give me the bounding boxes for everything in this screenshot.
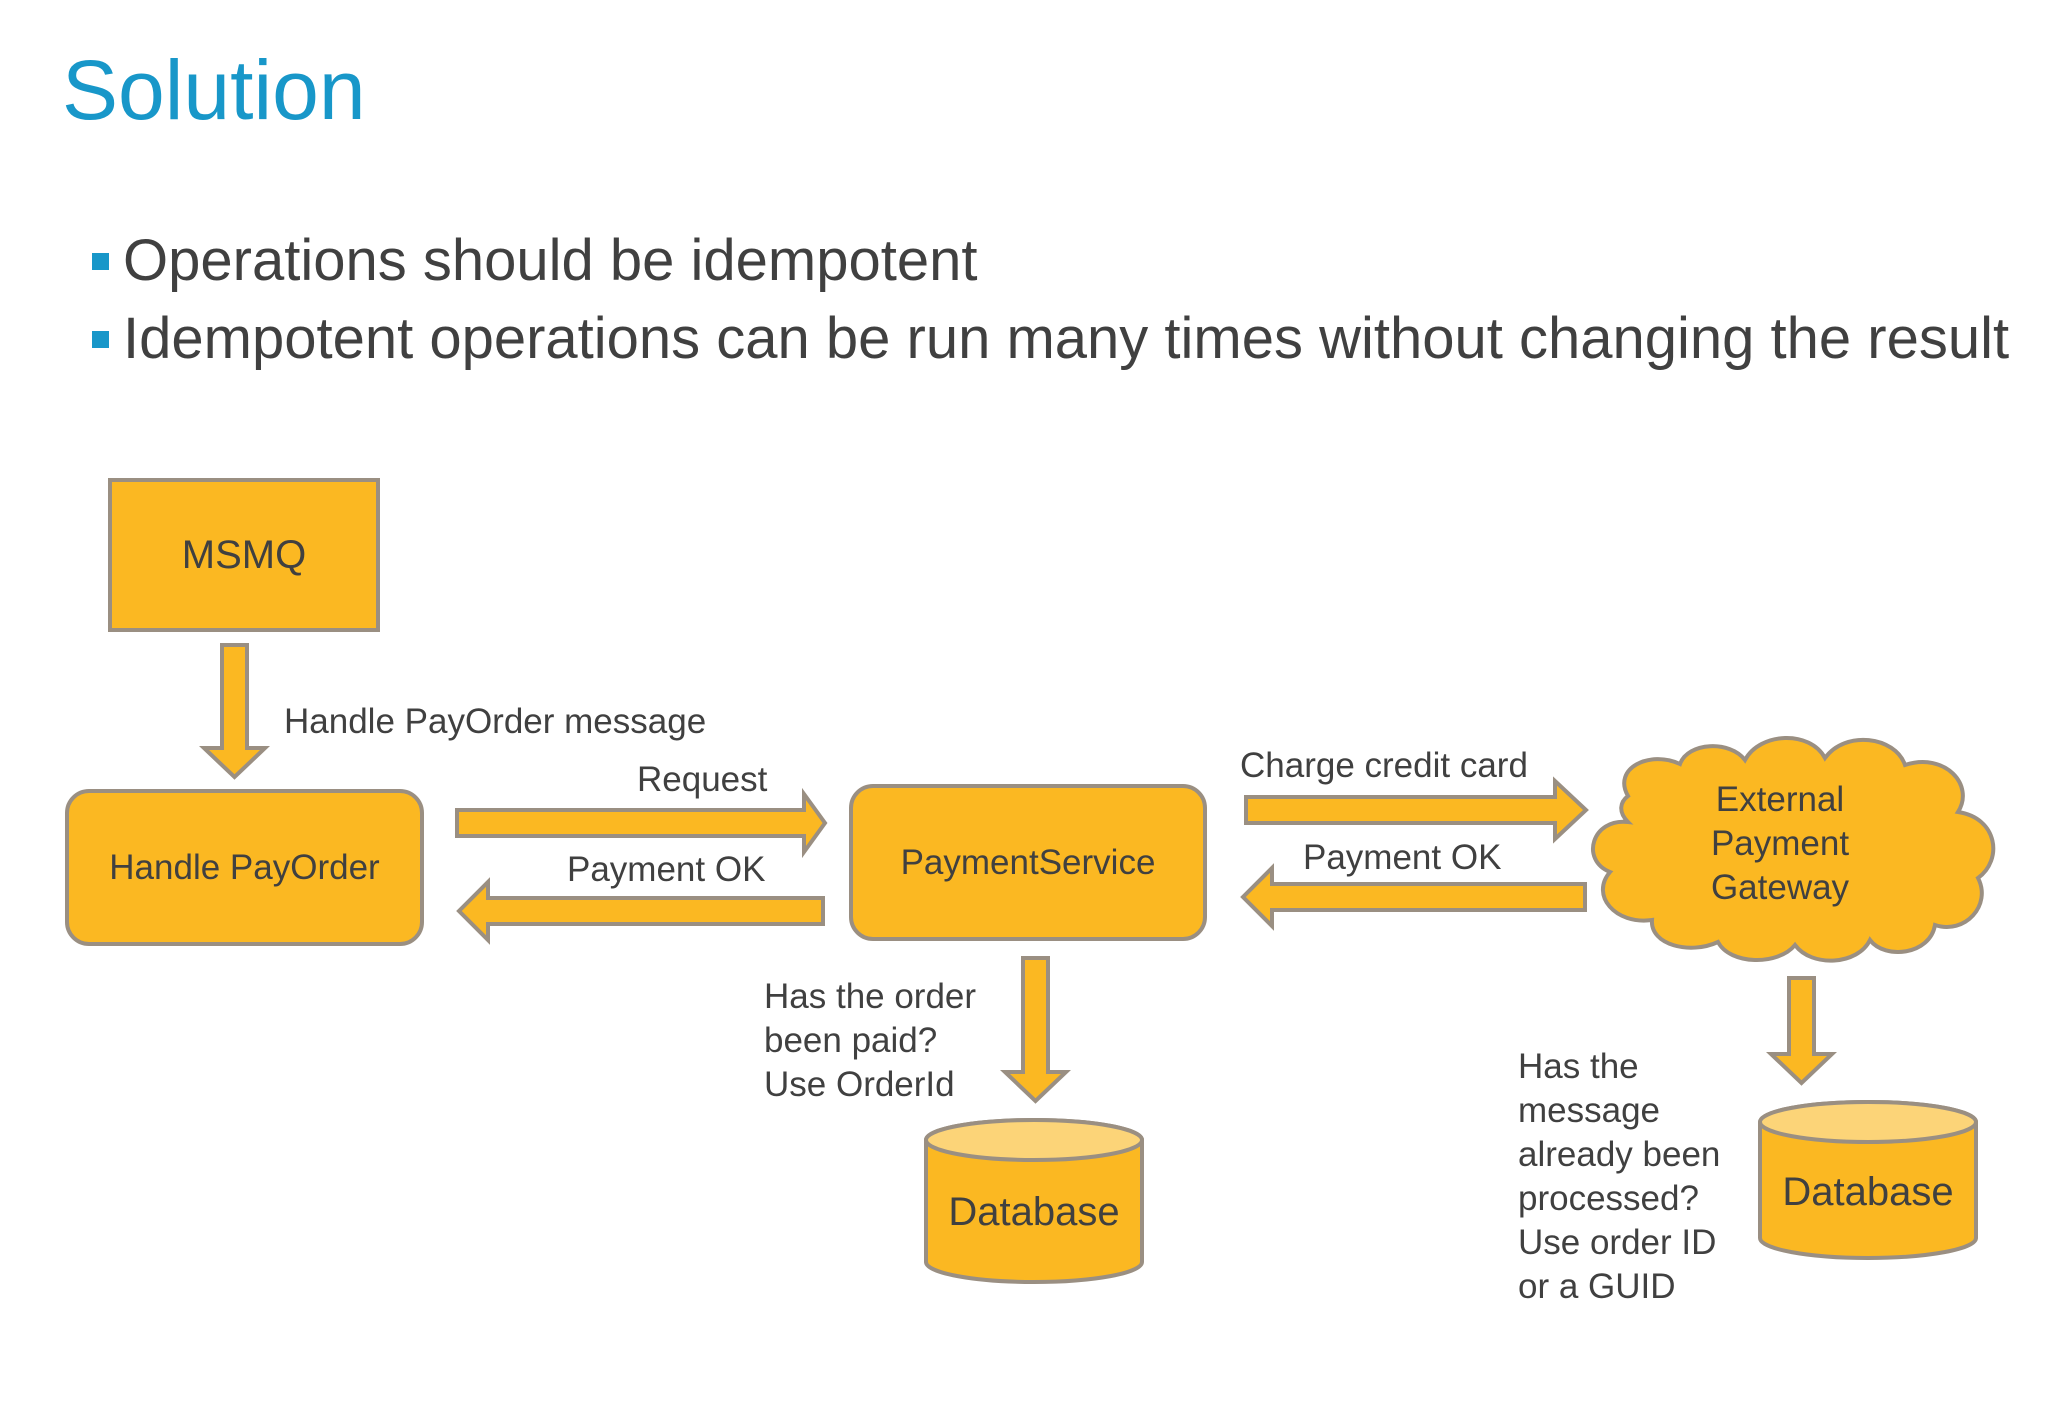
cloud-shape [1591,736,1996,963]
payment-ok-right-label: Payment OK [1303,838,1502,877]
arrow-payment-ok-right [1240,863,1587,931]
charge-card-label: Charge credit card [1240,746,1528,785]
square-bullet-icon [92,252,109,270]
payment-service-label: PaymentService [900,842,1156,882]
database-top-left [924,1118,1144,1162]
external-gateway-label: External Payment Gateway [1710,780,1850,907]
bullet-text: Idempotent operations can be run many ti… [123,306,2010,371]
database-label-right: Database [1782,1170,1954,1214]
handle-message-label: Handle PayOrder message [284,702,707,741]
payment-service-box [849,784,1207,941]
bullet-item: Operations should be idempotent [92,222,2009,300]
arrow-down-service-db [999,956,1072,1104]
database-top-right [1758,1100,1978,1144]
arrow-down-msmq [198,643,271,780]
payment-ok-left-label: Payment OK [567,850,766,889]
message-processed-note: Has the message already been processed? … [1518,1047,1721,1306]
square-bullet-icon [92,330,109,348]
arrow-payment-ok-left [456,877,825,945]
handle-payorder-label: Handle PayOrder [109,847,380,887]
msmq-box [108,478,380,632]
arrow-down-gateway-db [1765,976,1838,1086]
database-label-left: Database [948,1190,1120,1234]
arrow-request [455,787,828,859]
slide-title: Solution [62,43,366,137]
bullet-item: Idempotent operations can be run many ti… [92,300,2009,378]
msmq-label: MSMQ [181,532,307,577]
handle-payorder-box [65,789,424,946]
order-paid-note: Has the order been paid? Use OrderId [764,977,977,1104]
request-label: Request [637,760,768,799]
bullet-list: Operations should be idempotent Idempote… [92,222,2009,378]
arrow-charge-card [1244,776,1589,844]
bullet-text: Operations should be idempotent [123,228,978,293]
